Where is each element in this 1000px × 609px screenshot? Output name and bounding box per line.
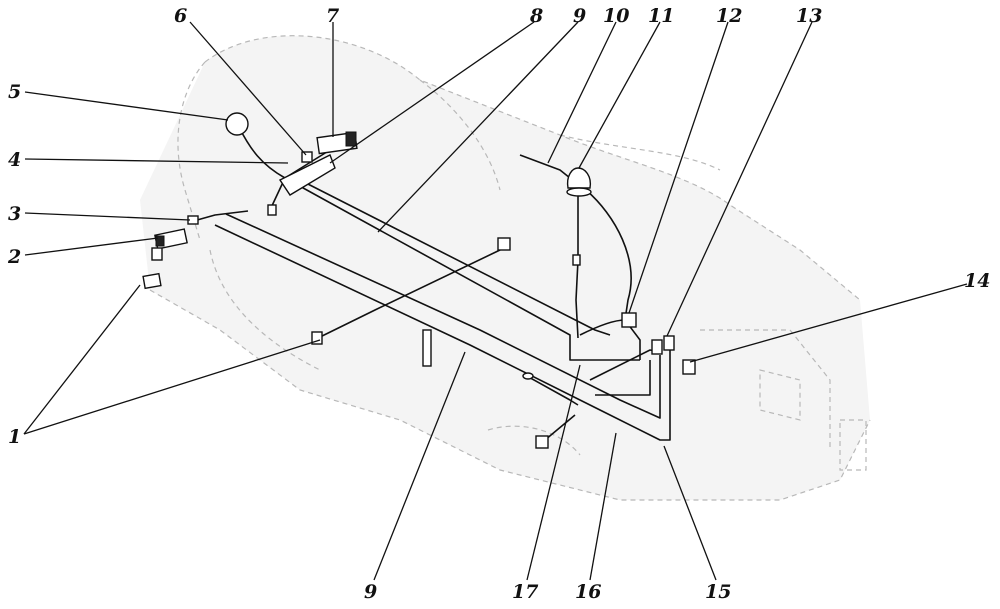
switch-7-shade — [345, 131, 357, 147]
leader-15 — [663, 445, 717, 581]
label-16: 16 — [575, 581, 601, 603]
bracket-8 — [278, 154, 336, 196]
label-6: 6 — [174, 5, 187, 27]
plug-right — [497, 237, 511, 251]
label-4: 4 — [8, 149, 21, 171]
leader-5 — [24, 91, 229, 121]
label-7: 7 — [326, 5, 339, 27]
leader-14 — [689, 283, 968, 363]
label-12: 12 — [716, 5, 742, 27]
connector-12 — [621, 312, 637, 328]
clip-9 — [422, 329, 432, 367]
connector-13a — [651, 339, 663, 355]
leader-16 — [589, 432, 617, 581]
leader-13 — [666, 21, 813, 337]
leader-9-top — [377, 21, 579, 233]
callout-labels: 1 2 3 4 5 6 7 8 9 10 11 12 13 14 9 17 16… — [7, 5, 990, 603]
plug-left — [311, 331, 323, 345]
label-8: 8 — [529, 5, 543, 27]
connector-13b — [663, 335, 675, 351]
label-10: 10 — [603, 5, 629, 27]
connector-1a — [142, 272, 162, 290]
label-9-top: 9 — [573, 5, 586, 27]
connector-6 — [301, 151, 313, 163]
leader-10 — [547, 21, 617, 164]
harness-components — [142, 112, 696, 449]
plug-lower — [535, 435, 549, 449]
label-1: 1 — [8, 426, 21, 448]
leader-2 — [24, 237, 159, 256]
leader-1a — [23, 284, 141, 435]
relay-block-2-shade — [155, 235, 165, 247]
label-9-bottom: 9 — [364, 581, 377, 603]
leader-6 — [189, 21, 307, 156]
label-13: 13 — [796, 5, 822, 27]
label-3: 3 — [8, 203, 21, 225]
leader-9-bottom — [373, 351, 466, 581]
label-14: 14 — [964, 270, 990, 292]
label-2: 2 — [7, 246, 21, 268]
leader-17 — [526, 364, 581, 581]
connector-14 — [682, 359, 696, 375]
leader-8 — [329, 21, 535, 164]
antenna-11 — [566, 167, 592, 189]
antenna-11-plug — [572, 254, 581, 266]
label-5: 5 — [8, 81, 21, 103]
leader-1b — [23, 339, 321, 435]
grommet-17 — [522, 372, 534, 380]
label-15: 15 — [705, 581, 731, 603]
vehicle-body-outline — [140, 35, 871, 501]
antenna-11-base — [566, 187, 592, 197]
leader-11 — [578, 21, 661, 169]
leader-lines — [23, 21, 968, 581]
leader-3 — [24, 212, 191, 221]
connector-8b — [267, 204, 277, 216]
leader-12 — [628, 21, 729, 314]
label-11: 11 — [648, 5, 674, 27]
label-17: 17 — [512, 581, 538, 603]
lamp-5 — [225, 112, 249, 136]
leader-4 — [24, 158, 289, 164]
connector-1b — [151, 247, 163, 261]
